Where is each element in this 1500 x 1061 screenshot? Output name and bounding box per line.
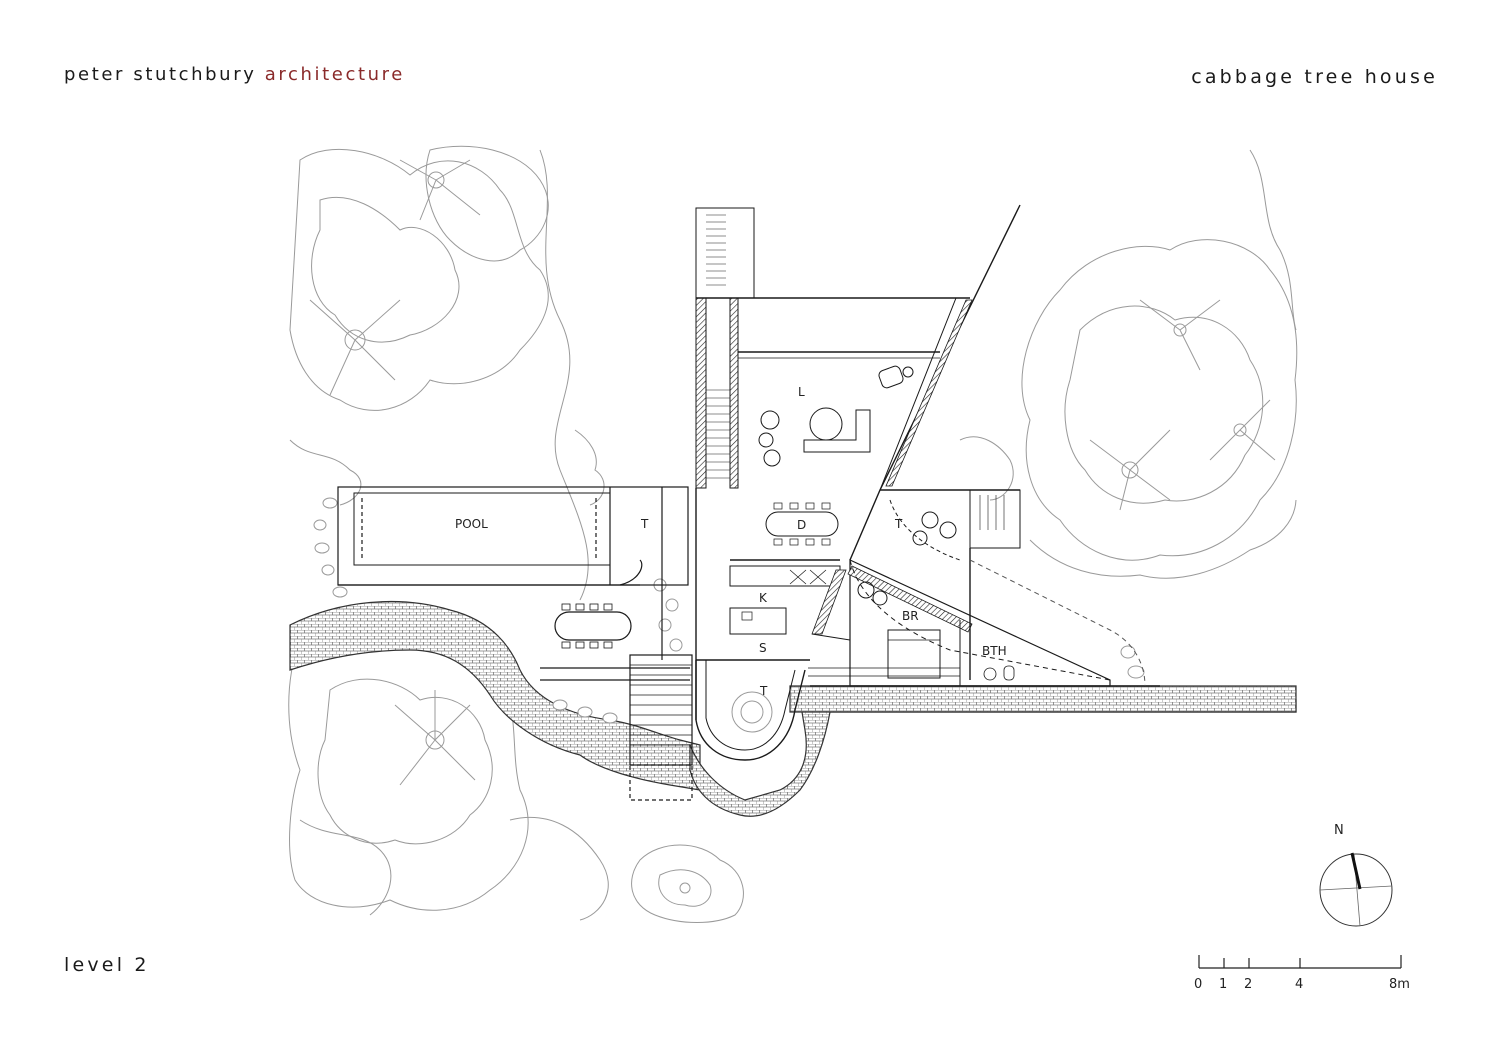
scale-tick-0: 0 [1194, 977, 1202, 992]
ground-hatch [289, 600, 1297, 817]
scale-tick-2: 2 [1244, 977, 1252, 992]
firm-name-main: peter stutchbury [64, 64, 257, 85]
vegetation [288, 145, 1298, 923]
level-label: level 2 [64, 954, 150, 976]
courtyard-tree [731, 691, 773, 733]
label-pool: POOL [455, 517, 488, 531]
bed [887, 629, 941, 679]
tree-canopy-nw-inner [311, 196, 460, 343]
garden-path [969, 559, 1146, 687]
label-bathroom: BTH [982, 644, 1007, 658]
pool-outline [337, 486, 689, 586]
tree-canopy-east [1021, 239, 1298, 561]
tree-canopy-sw-inner [317, 678, 493, 845]
living-furniture [758, 365, 961, 606]
scale-tick-8m: 8m [1389, 977, 1410, 992]
scale-tick-4: 4 [1295, 977, 1303, 992]
outdoor-table [554, 611, 632, 641]
tree-canopy-east-inner [1064, 305, 1264, 504]
tree-canopy-nw [289, 148, 549, 411]
outdoor-chairs [561, 603, 613, 649]
room-labels: POOL T L D K S T T BR BTH [455, 385, 1007, 698]
north-arrow-needle [1350, 852, 1362, 890]
north-stair [695, 207, 755, 299]
label-kitchen: K [759, 591, 768, 605]
north-arrow: N [1319, 823, 1393, 927]
label-terrace-east: T [894, 517, 903, 531]
label-terrace-west: T [640, 517, 649, 531]
sofa [803, 409, 871, 453]
label-terrace-south: T [759, 684, 768, 698]
label-study: S [759, 641, 767, 655]
firm-name-suffix: architecture [264, 64, 405, 85]
label-living: L [798, 385, 805, 399]
kitchen-island [729, 607, 787, 635]
contour-line [539, 149, 589, 601]
label-dining: D [797, 518, 806, 532]
south-terrace-wall [695, 660, 806, 761]
pool-terrace [337, 486, 693, 801]
north-label: N [1334, 823, 1344, 838]
scale-bar: 0 1 2 4 8m [1194, 955, 1410, 992]
scale-tick-1: 1 [1219, 977, 1227, 992]
dining-table [765, 511, 839, 537]
main-building [695, 204, 1160, 761]
label-bedroom: BR [902, 609, 919, 623]
tree-canopy-nw-2 [425, 145, 549, 262]
coffee-table [809, 407, 843, 441]
firm-name: peter stutchbury architecture [64, 64, 405, 85]
tree-canopy-south [631, 844, 744, 923]
project-title: cabbage tree house [1191, 66, 1438, 88]
